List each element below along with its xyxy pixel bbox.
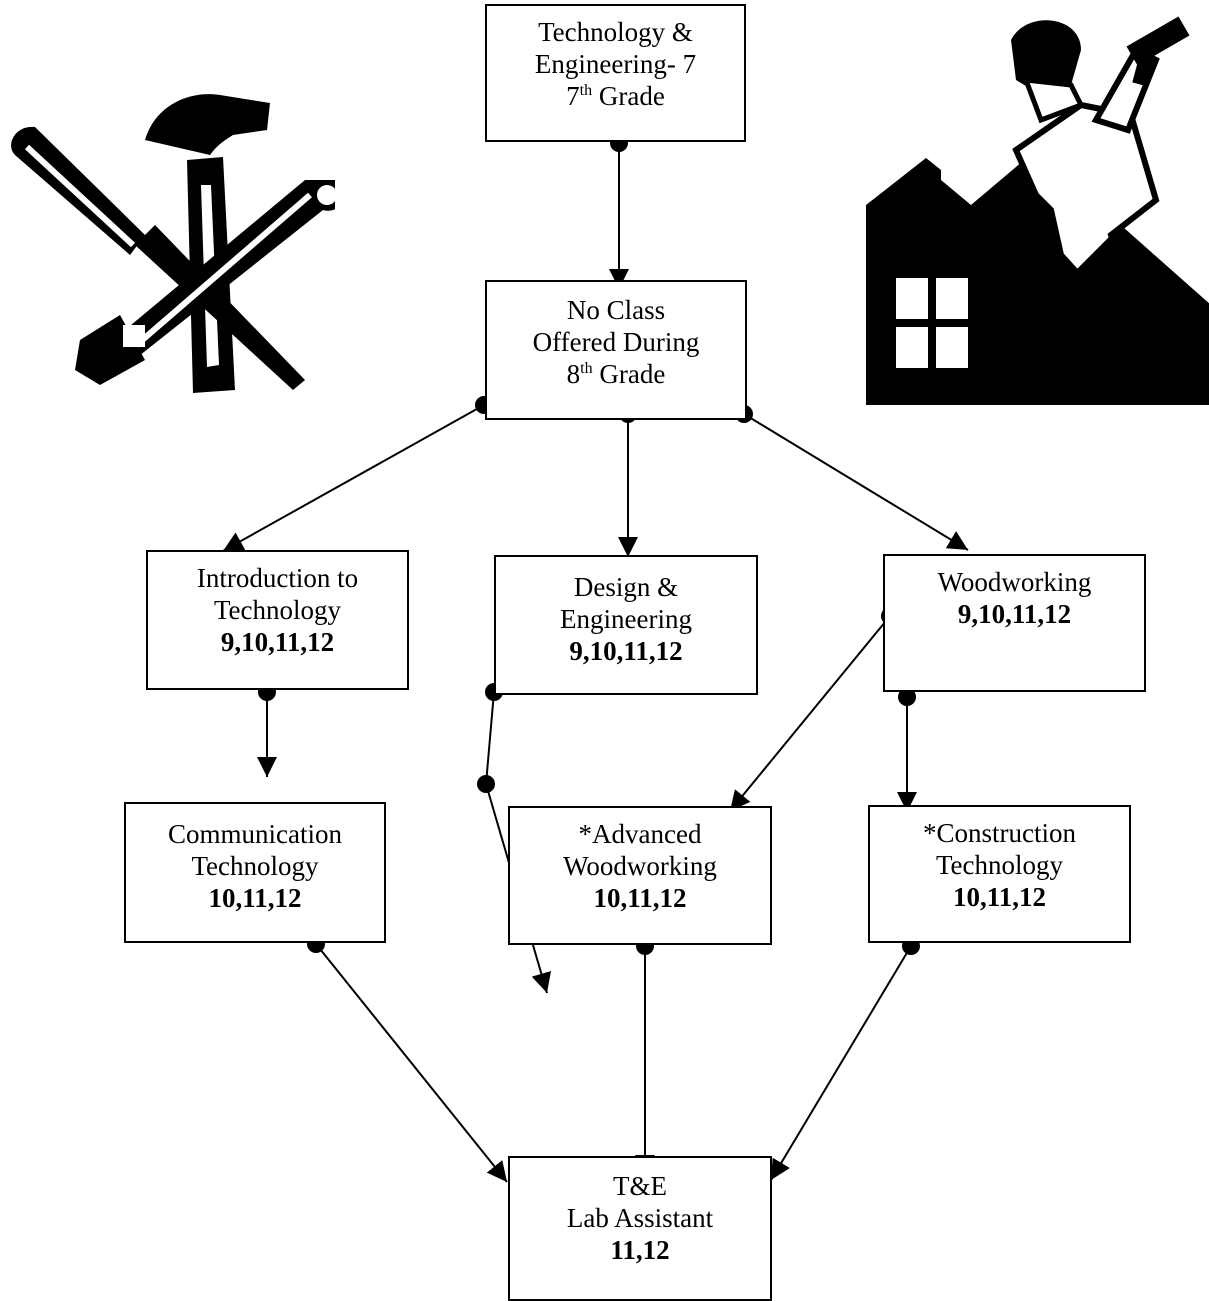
node-label: Introduction to [196, 563, 359, 593]
node-grades: 10,11,12 [952, 882, 1046, 912]
node-label: *Construction [923, 818, 1076, 848]
node-woodworking: Woodworking 9,10,11,12 [883, 554, 1146, 692]
connector-dot [898, 688, 916, 706]
node-grades: 9,10,11,12 [220, 627, 335, 657]
node-advanced-woodworking: *Advanced Woodworking 10,11,12 [508, 806, 772, 945]
grade-number: 8 [566, 359, 581, 389]
edge-wood-advwood [729, 615, 891, 812]
node-label: T&E [613, 1171, 667, 1201]
node-grades: 11,12 [610, 1235, 670, 1265]
node-label: No Class [566, 295, 666, 325]
node-label: Woodworking [937, 567, 1092, 597]
node-grades: 10,11,12 [593, 883, 687, 913]
node-label: Engineering- 7 [534, 49, 697, 79]
roofer-icon [866, 16, 1209, 405]
node-label: Technology [213, 595, 342, 625]
grade-suffix: th [580, 360, 593, 377]
node-label: Offered During [532, 327, 700, 357]
node-label: *Advanced [578, 819, 702, 849]
node-label: Technology & [538, 17, 693, 47]
node-design-engineering: Design & Engineering 9,10,11,12 [494, 555, 758, 695]
node-grade-line: 7th Grade [487, 80, 744, 112]
node-label: Woodworking [563, 851, 717, 881]
grade-number: 7 [566, 81, 580, 111]
node-grade-line: 8th Grade [487, 358, 745, 390]
edge-nc8-intro [222, 404, 485, 552]
grade-word: Grade [599, 359, 666, 389]
edge-comm-lab [315, 943, 508, 1183]
node-label: Engineering [560, 604, 692, 634]
edge-nc8-wood [743, 413, 969, 551]
node-label: Technology [935, 850, 1064, 880]
edge-design-lab-1 [485, 691, 495, 785]
grade-suffix: th [579, 82, 593, 99]
tools-icon [11, 94, 335, 393]
node-no-class-8th: No Class Offered During 8th Grade [485, 280, 747, 420]
node-label: Design & [573, 572, 679, 602]
node-label: Communication [168, 819, 342, 849]
node-label: Technology [191, 851, 319, 881]
node-introduction-to-technology: Introduction to Technology 9,10,11,12 [146, 550, 409, 690]
node-construction-technology: *Construction Technology 10,11,12 [868, 805, 1131, 943]
node-communication-technology: Communication Technology 10,11,12 [124, 802, 386, 943]
node-grades: 10,11,12 [208, 883, 302, 913]
node-grades: 9,10,11,12 [569, 636, 683, 666]
connector-dot [477, 775, 495, 793]
node-te-lab-assistant: T&E Lab Assistant 11,12 [508, 1156, 772, 1301]
node-grades: 9,10,11,12 [957, 599, 1072, 629]
node-technology-engineering-7: Technology & Engineering- 7 7th Grade [485, 4, 746, 142]
edge-constr-lab [770, 945, 912, 1181]
node-label: Lab Assistant [566, 1203, 714, 1233]
grade-word: Grade [598, 81, 665, 111]
